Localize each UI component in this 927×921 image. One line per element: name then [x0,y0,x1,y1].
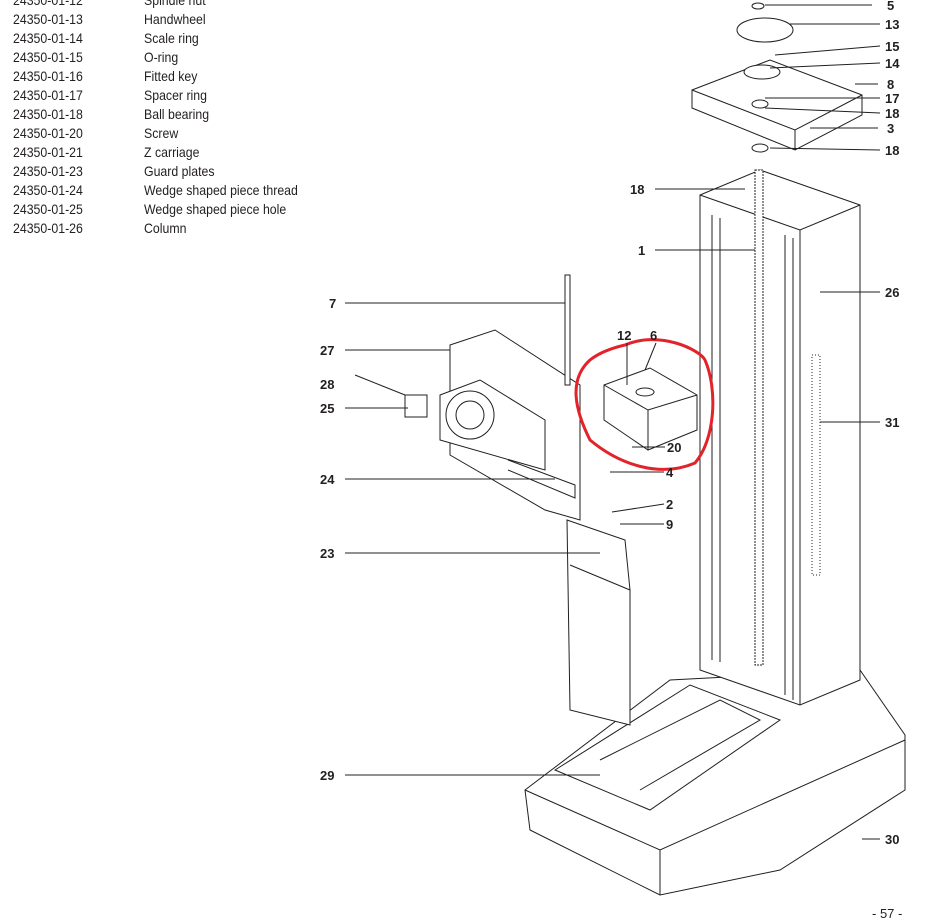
part-description: Spindle nut [144,0,206,8]
part-number: 24350-01-25 [13,201,83,217]
callout-31: 31 [885,415,899,430]
parts-row: 24350-01-26 Column [13,219,313,238]
callout-29: 29 [320,768,334,783]
column [699,169,861,706]
part-description: Fitted key [144,68,198,84]
callout-24: 24 [320,472,335,487]
parts-row: 24350-01-24 Wedge shaped piece thread [13,181,313,200]
parts-row: 24350-01-16 Fitted key [13,67,313,86]
callout-15: 15 [885,39,899,54]
part-description: Screw [144,125,179,141]
part-description: Wedge shaped piece thread [144,182,298,198]
callout-6: 6 [650,328,657,343]
part-description: Handwheel [144,11,206,27]
part-description: Z carriage [144,144,200,160]
callout-27: 27 [320,343,334,358]
callout-14: 14 [885,56,900,71]
parts-row: 24350-01-13 Handwheel [13,10,313,29]
machine-base [524,669,906,896]
callout-4: 4 [666,465,674,480]
callout-7: 7 [329,296,336,311]
parts-row: 24350-01-17 Spacer ring [13,86,313,105]
callout-23: 23 [320,546,334,561]
part-description: Spacer ring [144,87,208,103]
callout-5: 5 [887,0,894,13]
part-description: Scale ring [144,30,199,46]
part-number: 24350-01-20 [13,125,83,141]
callout-25: 25 [320,401,334,416]
parts-row: 24350-01-15 O-ring [13,48,313,67]
callout-18: 18 [885,106,899,121]
part-number: 24350-01-18 [13,106,83,122]
callout-12: 12 [617,328,631,343]
callout-8: 8 [887,77,894,92]
callout-28: 28 [320,377,334,392]
leader-lines [345,4,881,840]
part-number: 24350-01-21 [13,144,83,160]
part-description: Guard plates [144,163,215,179]
parts-list: 24350-01-12 Spindle nut 24350-01-13 Handwh… [13,0,313,238]
parts-row: 24350-01-14 Scale ring [13,29,313,48]
part-number: 24350-01-13 [13,11,83,27]
part-number: 24350-01-15 [13,49,83,65]
callout-30: 30 [885,832,899,847]
part-description: Ball bearing [144,106,210,122]
callout-2: 2 [666,497,673,512]
part-number: 24350-01-24 [13,182,83,198]
parts-row: 24350-01-12 Spindle nut [13,0,313,10]
highlight-circle [574,338,715,471]
callout-18: 18 [630,182,644,197]
callout-3: 3 [887,121,894,136]
part-number: 24350-01-26 [13,220,83,236]
parts-row: 24350-01-20 Screw [13,124,313,143]
guard-plate [566,519,631,726]
callout-17: 17 [885,91,899,106]
callout-20: 20 [667,440,681,455]
parts-row: 24350-01-18 Ball bearing [13,105,313,124]
part-number: 24350-01-14 [13,30,83,46]
callout-9: 9 [666,517,673,532]
part-number: 24350-01-12 [13,0,83,8]
parts-row: 24350-01-25 Wedge shaped piece hole [13,200,313,219]
z-carriage [354,274,581,521]
part-description: Column [144,220,187,236]
callout-1: 1 [638,243,645,258]
parts-row: 24350-01-23 Guard plates [13,162,313,181]
callout-13: 13 [885,17,899,32]
callout-18: 18 [885,143,899,158]
callout-labels: 5 13 15 14 8 17 18 3 18 18 1 26 7 12 6 2… [320,0,900,847]
spindle-nut-block [603,367,698,451]
leadscrew [754,169,764,666]
part-description: O-ring [144,49,179,65]
part-number: 24350-01-23 [13,163,83,179]
parts-row: 24350-01-21 Z carriage [13,143,313,162]
part-description: Wedge shaped piece hole [144,201,287,217]
callout-26: 26 [885,285,899,300]
top-plate [691,2,863,153]
page-number: - 57 - [872,906,903,921]
part-number: 24350-01-16 [13,68,83,84]
part-number: 24350-01-17 [13,87,83,103]
